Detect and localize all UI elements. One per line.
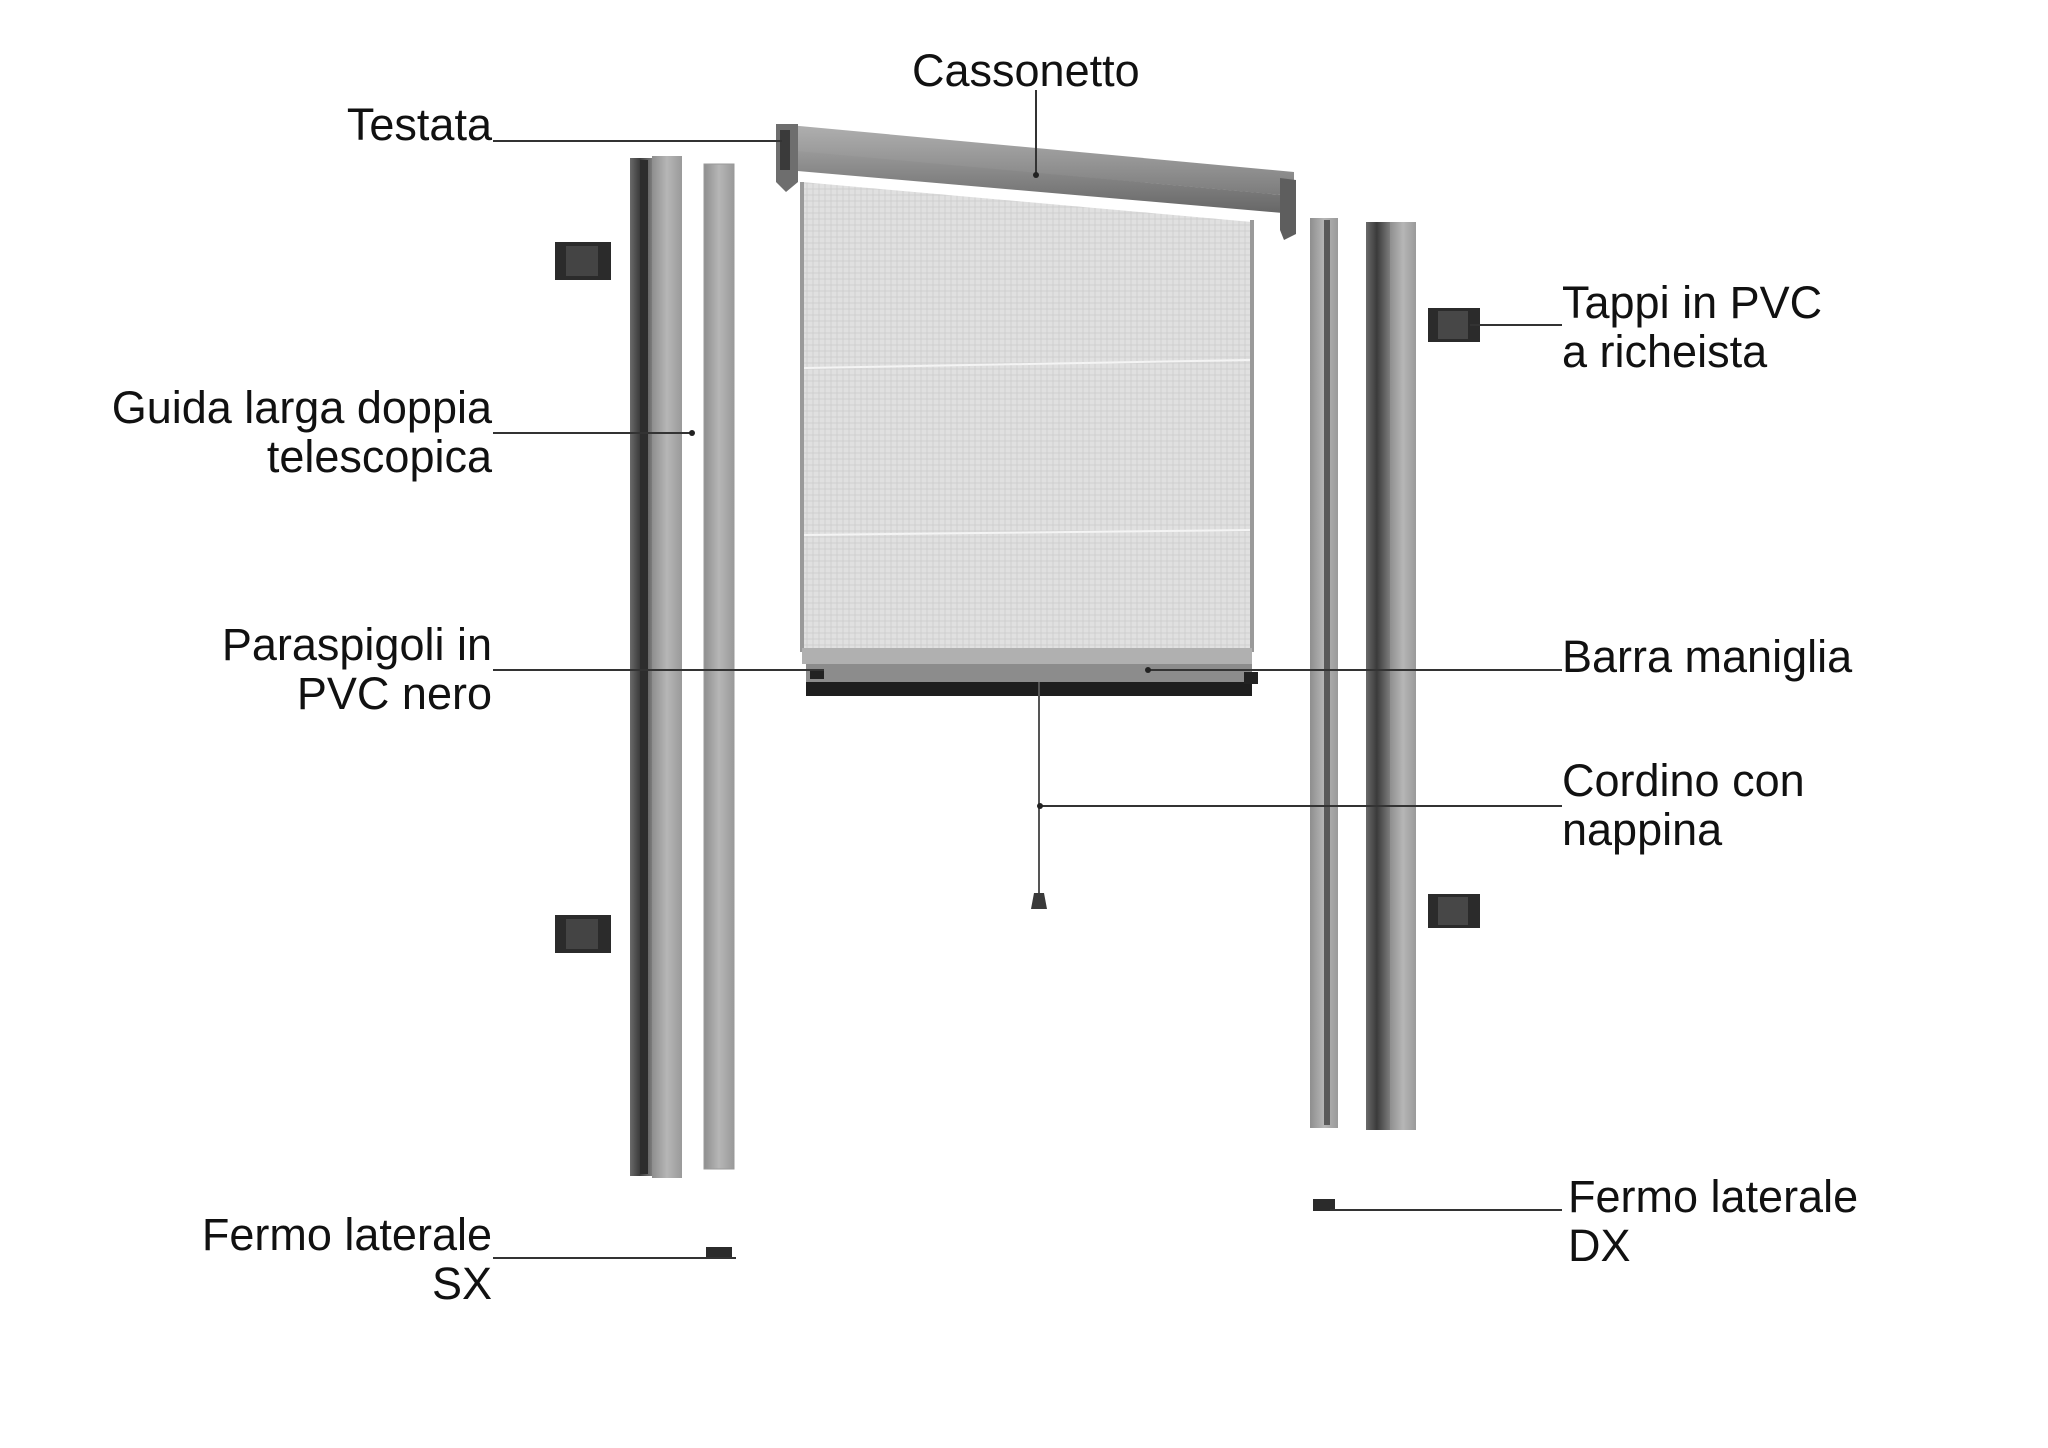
side-stops	[706, 1199, 1335, 1259]
handle-bar	[802, 648, 1258, 696]
label-fermo-dx: Fermo laterale DX	[1568, 1171, 1859, 1271]
label-guida: Guida larga doppia telescopica	[111, 382, 492, 482]
cord-with-tassel	[1031, 682, 1047, 909]
label-cassonetto: Cassonetto	[912, 45, 1140, 96]
label-paraspigoli: Paraspigoli in PVC nero	[221, 619, 492, 719]
label-tappi: Tappi in PVC a richeista	[1562, 277, 1823, 377]
label-testata: Testata	[346, 99, 492, 150]
label-fermo-sx: Fermo laterale SX	[201, 1209, 492, 1309]
leader-lines	[493, 90, 1562, 1259]
right-pvc-caps	[1428, 308, 1480, 928]
label-cordino: Cordino con nappina	[1562, 755, 1805, 855]
left-pvc-caps	[555, 242, 611, 953]
right-guide-rails	[1310, 218, 1416, 1130]
left-guide-rails	[630, 156, 735, 1178]
leader-dots	[689, 172, 1151, 809]
label-barra: Barra maniglia	[1562, 631, 1853, 682]
mesh-panel	[800, 182, 1254, 652]
